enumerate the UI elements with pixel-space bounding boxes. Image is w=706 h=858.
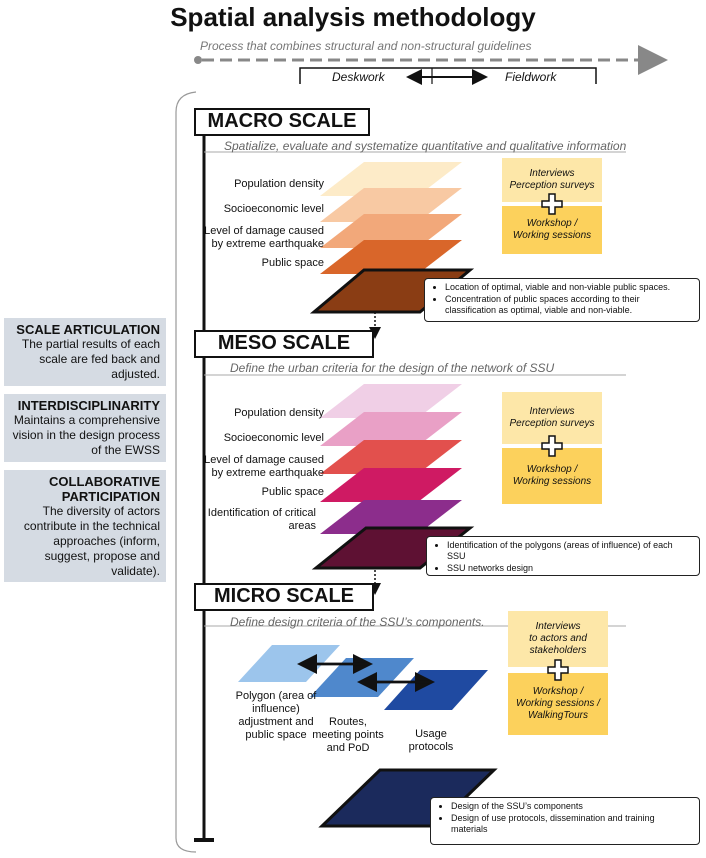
meso-description: Define the urban criteria for the design… bbox=[230, 361, 555, 375]
panel-heading: COLLABORATIVE PARTICIPATION bbox=[49, 474, 160, 504]
macro-label-public-space: Public space bbox=[261, 257, 324, 269]
left-bracket bbox=[175, 91, 197, 853]
panel-scale-articulation: SCALE ARTICULATION The partial results o… bbox=[4, 318, 166, 386]
panel-body: Maintains a comprehensive vision in the … bbox=[12, 413, 160, 457]
macro-description: Spatialize, evaluate and systematize qua… bbox=[224, 139, 627, 153]
macro-layer-public-space bbox=[320, 240, 462, 274]
meso-label-critical-areas: Identification of critical areas bbox=[207, 507, 316, 532]
micro-label-protocols: Usage protocols bbox=[408, 728, 454, 753]
meso-label-public-space: Public space bbox=[261, 486, 324, 498]
process-start-dot bbox=[194, 56, 202, 64]
macro-layer-socioeconomic bbox=[320, 188, 462, 222]
micro-label-polygon: Polygon (area of influence) adjustment a… bbox=[235, 690, 317, 741]
meso-layer-population-density bbox=[320, 384, 462, 418]
panel-body: The diversity of actors contribute in th… bbox=[23, 504, 160, 578]
process-subtitle: Process that combines structural and non… bbox=[200, 39, 532, 53]
panel-interdisciplinarity: INTERDISCIPLINARITY Maintains a comprehe… bbox=[4, 394, 166, 462]
meso-result-1: Identification of the polygons (areas of… bbox=[447, 540, 693, 562]
meso-scale-title: MESO SCALE bbox=[194, 330, 374, 358]
panel-collaborative-participation: COLLABORATIVE PARTICIPATION The diversit… bbox=[4, 470, 166, 582]
micro-scale-title: MICRO SCALE bbox=[194, 583, 374, 611]
micro-result-1: Design of the SSU’s components bbox=[451, 801, 693, 812]
deskwork-label: Deskwork bbox=[332, 70, 385, 84]
macro-label-damage: Level of damage caused by extreme earthq… bbox=[204, 225, 324, 250]
micro-plus-icon bbox=[547, 659, 569, 681]
macro-result-2: Concentration of public spaces according… bbox=[445, 294, 693, 316]
micro-fieldwork-interviews: Interviews to actors and stakeholders bbox=[508, 611, 608, 667]
macro-label-socioeconomic: Socioeconomic level bbox=[223, 203, 324, 215]
meso-result-2: SSU networks design bbox=[447, 563, 693, 574]
fieldwork-label: Fieldwork bbox=[505, 70, 557, 84]
micro-layer-protocols bbox=[384, 670, 488, 710]
macro-results-box: Location of optimal, viable and non-viab… bbox=[424, 278, 700, 322]
micro-description: Define design criteria of the SSU’s comp… bbox=[230, 615, 485, 629]
micro-result-2: Design of use protocols, dissemination a… bbox=[451, 813, 693, 835]
macro-plus-icon bbox=[541, 193, 563, 215]
meso-label-socioeconomic: Socioeconomic level bbox=[223, 432, 324, 444]
panel-body: The partial results of each scale are fe… bbox=[21, 337, 160, 381]
macro-scale-title: MACRO SCALE bbox=[194, 108, 370, 136]
meso-results-box: Identification of the polygons (areas of… bbox=[426, 536, 700, 576]
page-title: Spatial analysis methodology bbox=[170, 2, 536, 32]
micro-fieldwork-workshop: Workshop / Working sessions / WalkingTou… bbox=[508, 673, 608, 735]
macro-layer-population-density bbox=[320, 162, 462, 196]
panel-heading: INTERDISCIPLINARITY bbox=[17, 398, 160, 413]
meso-layer-public-space bbox=[320, 468, 462, 502]
meso-layer-critical-areas bbox=[320, 500, 462, 534]
deskwork-fieldwork-bracket bbox=[299, 67, 597, 84]
meso-label-population-density: Population density bbox=[234, 407, 324, 419]
meso-layer-damage bbox=[320, 440, 462, 474]
meso-layer-socioeconomic bbox=[320, 412, 462, 446]
meso-label-damage: Level of damage caused by extreme earthq… bbox=[204, 454, 324, 479]
micro-results-box: Design of the SSU’s components Design of… bbox=[430, 797, 700, 845]
micro-label-routes: Routes, meeting points and PoD bbox=[312, 716, 384, 754]
macro-fieldwork-interviews: Interviews Perception surveys bbox=[502, 158, 602, 202]
meso-fieldwork-workshop: Workshop / Working sessions bbox=[502, 448, 602, 504]
macro-label-population-density: Population density bbox=[234, 178, 324, 190]
macro-layer-damage bbox=[320, 214, 462, 248]
meso-plus-icon bbox=[541, 435, 563, 457]
panel-heading: SCALE ARTICULATION bbox=[16, 322, 160, 337]
macro-result-1: Location of optimal, viable and non-viab… bbox=[445, 282, 693, 293]
